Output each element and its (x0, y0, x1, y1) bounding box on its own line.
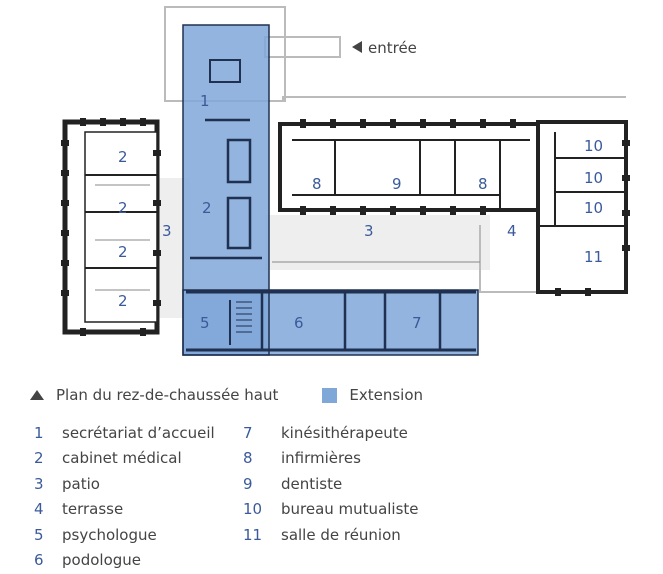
legend-item: 10 bureau mutualiste (243, 497, 419, 523)
legend-label: secrétariat d’accueil (62, 423, 215, 442)
legend-item: 1 secrétariat d’accueil (34, 420, 215, 446)
room-number-11: 11 (584, 248, 603, 266)
legend-item: 2 cabinet médical (34, 446, 215, 472)
floor-plan: entrée 1 2 2 2 2 2 3 3 4 5 6 7 8 8 9 10 … (61, 6, 630, 356)
legend-item: 8 infirmières (243, 446, 419, 472)
caption-row: Plan du rez-de-chaussée haut Extension (30, 384, 423, 406)
extension-walls (182, 24, 479, 356)
legend-item: 6 podologue (34, 548, 215, 574)
legend-item: 3 patio (34, 471, 215, 497)
room-number-4: 4 (507, 222, 517, 240)
room-number-3: 3 (364, 222, 374, 240)
legend-number: 7 (243, 423, 253, 442)
left-wing (62, 119, 160, 335)
room-number-9: 9 (392, 175, 402, 193)
legend-label: cabinet médical (62, 449, 182, 468)
room-number-2: 2 (118, 243, 128, 261)
room-number-10: 10 (584, 199, 603, 217)
legend-label: infirmières (281, 449, 361, 468)
room-number-2: 2 (118, 148, 128, 166)
legend-number: 10 (243, 500, 263, 519)
legend-label: podologue (62, 551, 141, 570)
room-number-1: 1 (200, 92, 210, 110)
entry-label: entrée (368, 39, 417, 57)
legend-number: 6 (34, 551, 44, 570)
room-number-5: 5 (200, 314, 210, 332)
room-number-2: 2 (202, 199, 212, 217)
extension-caption: Extension (349, 386, 424, 404)
entry-arrow-icon (352, 41, 362, 53)
room-number-2: 2 (118, 199, 128, 217)
room-number-8: 8 (478, 175, 488, 193)
terrace-outline-bottom (479, 225, 540, 293)
entry-walkway-outline (264, 36, 341, 58)
left-wing-columns (61, 118, 161, 336)
legend-item: 4 terrasse (34, 497, 215, 523)
room-number-6: 6 (294, 314, 304, 332)
legend-label: terrasse (62, 500, 124, 519)
room-number-2: 2 (118, 292, 128, 310)
legend-number: 8 (243, 449, 253, 468)
legend-number: 9 (243, 474, 253, 493)
legend-item: 5 psychologue (34, 522, 215, 548)
plan-caption: Plan du rez-de-chaussée haut (56, 386, 279, 404)
legend-label: patio (62, 474, 100, 493)
legend-number: 1 (34, 423, 44, 442)
legend-number: 11 (243, 525, 263, 544)
legend-number: 3 (34, 474, 44, 493)
room-number-7: 7 (412, 314, 422, 332)
extension-swatch (322, 387, 338, 403)
legend-number: 5 (34, 525, 44, 544)
legend-number: 2 (34, 449, 44, 468)
room-number-10: 10 (584, 169, 603, 187)
legend-label: dentiste (281, 474, 343, 493)
plan-triangle-icon (30, 390, 44, 400)
legend-label: kinésithérapeute (281, 423, 408, 442)
legend-item: 11 salle de réunion (243, 522, 419, 548)
east-wing (272, 120, 628, 294)
extension-area (183, 25, 478, 355)
legend-label: psychologue (62, 525, 157, 544)
east-wing-columns (300, 119, 630, 296)
room-number-10: 10 (584, 137, 603, 155)
legend-number: 4 (34, 500, 44, 519)
legend-label: salle de réunion (281, 525, 401, 544)
legend-item: 9 dentiste (243, 471, 419, 497)
legend-item: 7 kinésithérapeute (243, 420, 419, 446)
room-number-3: 3 (162, 222, 172, 240)
stair-steps (236, 301, 252, 333)
legend-column-right: 7 kinésithérapeute 8 infirmières 9 dentiste… (243, 420, 419, 548)
legend-label: bureau mutualiste (281, 500, 419, 519)
terrace-outline (282, 96, 626, 100)
room-number-8: 8 (312, 175, 322, 193)
corridor-area (265, 215, 490, 270)
